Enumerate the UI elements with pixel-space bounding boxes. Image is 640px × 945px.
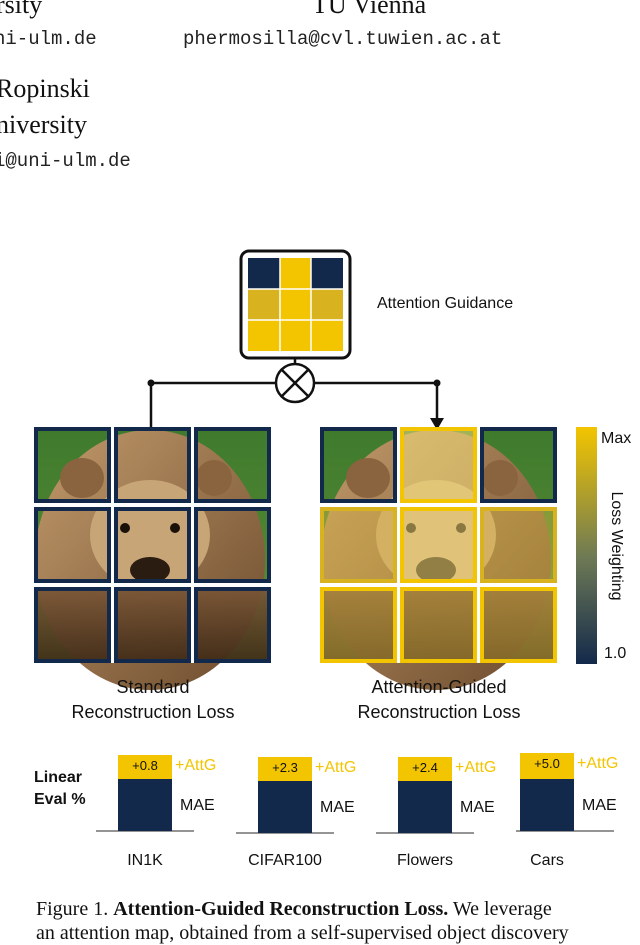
attention-guidance-grid: [239, 249, 352, 360]
bar-mae-cifar100: [258, 781, 312, 833]
otimes-icon: [274, 362, 316, 404]
caption-text: We leverage: [452, 898, 552, 920]
bar-attg-gain-flowers: [398, 757, 452, 781]
standard-loss-label-line1: Standard: [116, 677, 190, 697]
standard-loss-label-line2: Reconstruction Loss: [71, 702, 235, 722]
gain-value-label: +5.0: [534, 756, 560, 771]
gain-value-label: +2.3: [272, 760, 298, 775]
chart-bars: [118, 753, 574, 833]
junction-dot-left: [147, 379, 155, 387]
email-right-top: phermosilla@cvl.tuwien.ac.at: [183, 28, 503, 50]
loss-colorbar: [576, 427, 597, 664]
linear-eval-label: Linear Eval %: [34, 767, 86, 811]
arrow-head-down-icon: [430, 418, 444, 430]
affiliation-right-top: TU Vienna: [312, 0, 427, 19]
category-label-flowers: Flowers: [396, 852, 453, 869]
colorbar-max-label: Max: [601, 430, 632, 447]
attention-guided-patch-grid: [320, 427, 557, 690]
bar-mae-in1k: [118, 779, 172, 831]
mae-series-label: MAE: [320, 799, 355, 816]
gain-value-label: +2.4: [412, 760, 438, 775]
junction-dot-right: [433, 379, 441, 387]
category-label-cars: Cars: [530, 852, 564, 869]
mae-series-label: MAE: [582, 797, 617, 814]
standard-loss-label: Standard Reconstruction Loss: [43, 675, 263, 725]
guidance-connector: [149, 358, 439, 430]
category-label-cifar100: CIFAR100: [248, 852, 322, 869]
linear-eval-label-line2: Eval %: [34, 791, 86, 808]
author-email: i@uni-ulm.de: [0, 150, 131, 172]
gain-value-label: +0.8: [132, 758, 158, 773]
category-label-in1k: IN1K: [127, 852, 163, 869]
figure-caption: Figure 1. Attention-Guided Reconstructio…: [36, 898, 552, 921]
attg-series-label: +AttG: [175, 757, 217, 774]
email-left-top: ni-ulm.de: [0, 28, 97, 50]
caption-prefix: Figure 1.: [36, 898, 109, 920]
standard-patch-grid: [34, 427, 271, 690]
attg-series-label: +AttG: [455, 759, 497, 776]
bar-mae-cars: [520, 779, 574, 831]
colorbar-min-label: 1.0: [604, 645, 627, 662]
attention-guided-loss-label: Attention-Guided Reconstruction Loss: [329, 675, 549, 725]
author-name: Ropinski: [0, 74, 90, 103]
linear-eval-label-line1: Linear: [34, 769, 83, 786]
attention-guided-loss-label-line1: Attention-Guided: [371, 677, 507, 697]
affiliation-left-top: rsity: [0, 0, 43, 19]
attg-series-label: +AttG: [577, 755, 619, 772]
attg-series-label: +AttG: [315, 759, 357, 776]
chart-baselines: [96, 830, 614, 834]
bar-attg-gain-cifar100: [258, 757, 312, 781]
author-affiliation: niversity: [0, 110, 87, 139]
colorbar-title: Loss Weighting: [608, 491, 625, 601]
attention-guided-loss-label-line2: Reconstruction Loss: [357, 702, 521, 722]
attention-guidance-label: Attention Guidance: [377, 295, 514, 312]
bar-mae-flowers: [398, 781, 452, 833]
caption-title: Attention-Guided Reconstruction Loss.: [113, 898, 449, 920]
bar-attg-gain-cars: [520, 753, 574, 779]
bar-attg-gain-in1k: [118, 755, 172, 779]
caption-next-line: an attention map, obtained from a self-s…: [36, 922, 569, 944]
mae-series-label: MAE: [460, 799, 495, 816]
mae-series-label: MAE: [180, 797, 215, 814]
